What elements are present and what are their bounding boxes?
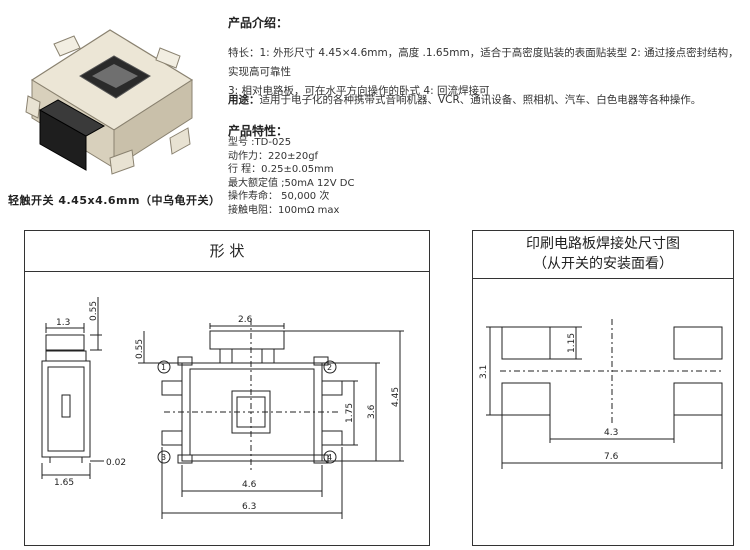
- features-text: 特长：1: 外形尺寸 4.45×4.6mm，高度 .1.65mm，适合于高密度贴…: [228, 44, 748, 101]
- features-line-2: 3: 相对电路板，可在水平方向操作的卧式 4: 回流焊接可: [228, 85, 490, 97]
- shape-drawing-panel: 形 状: [24, 230, 430, 546]
- spec-row: 接触电阻：100mΩ max: [228, 204, 340, 216]
- product-caption: 轻触开关 4.45x4.6mm（中乌龟开关）: [8, 194, 221, 207]
- dim-label: 4.45: [391, 387, 401, 407]
- pcb-title-line-1: 印刷电路板焊接处尺寸图: [526, 236, 680, 252]
- dim-label: 3.6: [367, 404, 377, 419]
- dim-label: 4.3: [604, 428, 618, 438]
- features-line-1: 1: 外形尺寸 4.45×4.6mm，高度 .1.65mm，适合于高密度贴装的表…: [228, 47, 739, 78]
- pin-number: 2: [327, 363, 332, 372]
- pcb-title-line-2: （从开关的安装面看）: [533, 256, 673, 272]
- spec-row: 动作力：220±20gf: [228, 150, 319, 162]
- dim-label: 1.65: [54, 478, 74, 488]
- spec-row: 型号 :TD-025: [228, 137, 292, 148]
- spec-row: 行 程：0.25±0.05mm: [228, 164, 334, 176]
- pcb-panel-title: 印刷电路板焊接处尺寸图 （从开关的安装面看）: [473, 231, 733, 279]
- spec-row: 最大额定值 ;50mA 12V DC: [228, 177, 355, 189]
- spec-list: 型号 :TD-025 动作力：220±20gf 行 程：0.25±0.05mm …: [228, 136, 354, 218]
- pin-number: 1: [161, 363, 166, 372]
- pin-number: 4: [327, 453, 332, 462]
- pin-number: 3: [161, 453, 166, 462]
- usage-text: 用途：适用于电子化的各种携带式音响机器、VCR、通讯设备、照相机、汽车、白色电器…: [228, 92, 701, 107]
- dim-label: 1.3: [56, 318, 70, 328]
- usage-body: 适用于电子化的各种携带式音响机器、VCR、通讯设备、照相机、汽车、白色电器等各种…: [259, 94, 702, 106]
- dim-label: 7.6: [604, 452, 619, 462]
- spec-title: 产品特性：: [228, 124, 289, 138]
- dim-label: 0.55: [135, 339, 145, 359]
- product-photo: [25, 29, 194, 175]
- shape-panel-title: 形 状: [25, 231, 429, 272]
- features-label: 特长：: [228, 47, 260, 59]
- shape-drawing: 1.3 0.55 0.02 1.65 2.6 0.55 1.75 3.6 4.4…: [41, 297, 404, 519]
- dim-label: 1.15: [567, 333, 577, 353]
- dim-label: 0.02: [106, 458, 126, 468]
- spec-row: 操作寿命： 50,000 次: [228, 191, 330, 203]
- dim-label: 4.6: [242, 480, 257, 490]
- dim-label: 0.55: [89, 301, 99, 321]
- dim-label: 2.6: [238, 315, 253, 325]
- usage-label: 用途：: [228, 94, 260, 106]
- dim-label: 1.75: [345, 403, 355, 423]
- intro-title: 产品介绍：: [228, 16, 289, 30]
- pcb-footprint-panel: 印刷电路板焊接处尺寸图 （从开关的安装面看）: [472, 230, 734, 546]
- pcb-drawing: 1.15 3.1 4.3 7.6: [479, 319, 724, 469]
- dim-label: 6.3: [242, 502, 256, 512]
- dim-label: 3.1: [479, 365, 489, 379]
